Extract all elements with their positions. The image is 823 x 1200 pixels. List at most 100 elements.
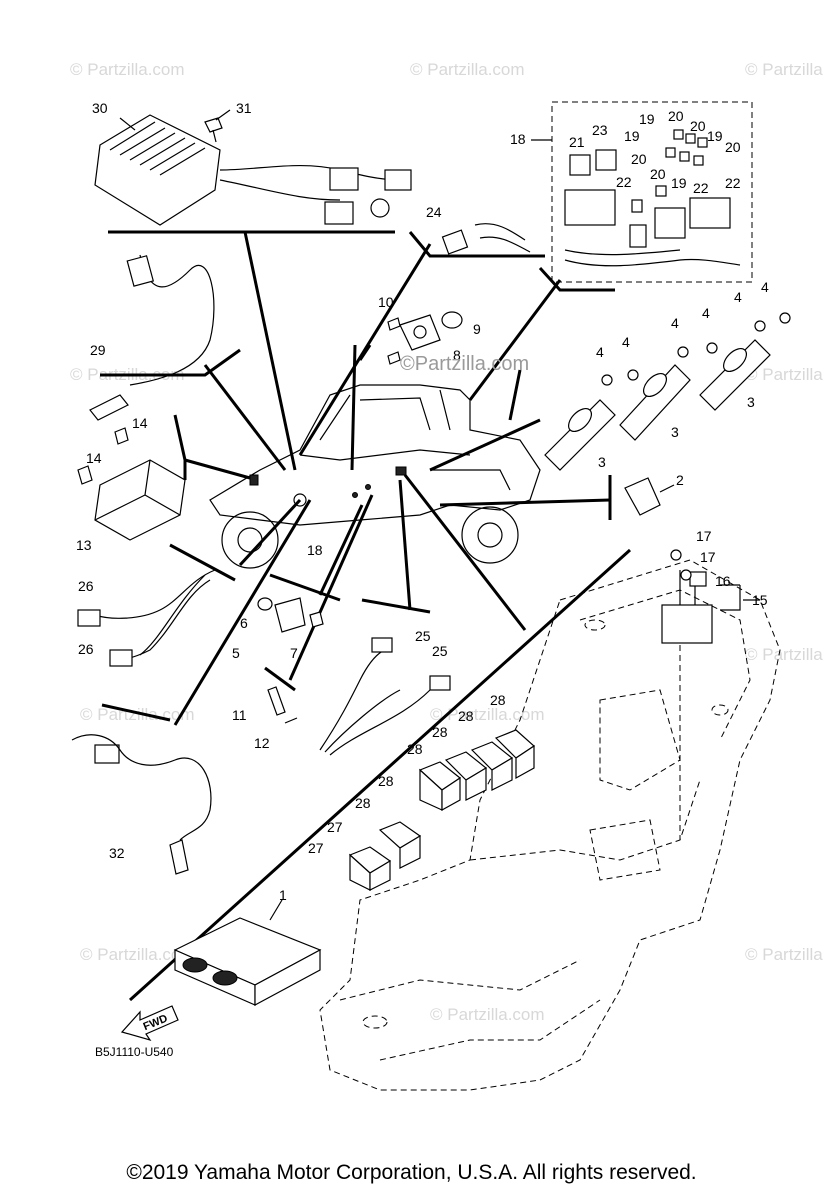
callout-4: 4 — [671, 315, 679, 331]
part-32-sensor — [71, 734, 212, 875]
callout-26: 26 — [78, 641, 94, 657]
watermark: © Partzilla.com — [745, 645, 823, 664]
callout-14: 14 — [132, 415, 148, 431]
callout-4: 4 — [734, 289, 742, 305]
part-30-regulator — [94, 114, 412, 226]
part-17-nuts — [670, 549, 692, 581]
part-31-bolt — [204, 117, 223, 143]
part-27-relays — [348, 846, 392, 891]
part-3-injectors — [544, 339, 771, 471]
callout-14: 14 — [86, 450, 102, 466]
fwd-arrow-icon: FWD — [120, 1005, 179, 1042]
callout-22: 22 — [725, 175, 741, 191]
relay-cluster-box — [551, 101, 753, 283]
callout-10: 10 — [378, 294, 394, 310]
part-1-ecu — [173, 917, 322, 1007]
part-2-sensor — [624, 477, 661, 516]
callout-26: 26 — [78, 578, 94, 594]
callout-28: 28 — [458, 708, 474, 724]
callout-31: 31 — [236, 100, 252, 116]
callout-25: 25 — [415, 628, 431, 644]
part-25-harness — [319, 637, 451, 756]
callout-3: 3 — [671, 424, 679, 440]
callout-20: 20 — [650, 166, 666, 182]
part-5-sensor — [274, 597, 306, 633]
leader-lines — [128, 231, 632, 1002]
callout-28: 28 — [432, 724, 448, 740]
callout-11: 11 — [232, 707, 247, 723]
callout-3: 3 — [598, 454, 606, 470]
watermark: © Partzilla.com — [70, 60, 185, 79]
callout-22: 22 — [616, 174, 632, 190]
part-15-relay — [661, 570, 713, 644]
part-9-o-ring — [441, 311, 463, 329]
part-12-clip — [284, 717, 298, 724]
callout-1: 1 — [279, 887, 287, 903]
part-18-relay-cluster — [564, 129, 741, 267]
watermark: © Partzilla.com — [430, 705, 545, 724]
part-28-relays — [378, 729, 535, 869]
callout-8: 8 — [453, 347, 461, 363]
copyright-notice: ©2019 Yamaha Motor Corporation, U.S.A. A… — [126, 1161, 697, 1184]
callouts: 1 2 3 3 3 4 4 4 4 4 4 5 6 7 8 9 10 11 12… — [76, 100, 769, 903]
callout-17: 17 — [696, 528, 712, 544]
brackets — [100, 230, 615, 722]
callout-19: 19 — [624, 128, 640, 144]
callout-25: 25 — [432, 643, 448, 659]
callout-22: 22 — [693, 180, 709, 196]
part-11-sensor — [267, 686, 286, 716]
callout-28: 28 — [407, 741, 423, 757]
callout-5: 5 — [232, 645, 240, 661]
callout-23: 23 — [592, 122, 608, 138]
part-26-harness — [77, 569, 216, 667]
callout-28: 28 — [355, 795, 371, 811]
callout-2: 2 — [676, 472, 684, 488]
watermark: © Partzilla.com — [430, 1005, 545, 1024]
callout-12: 12 — [254, 735, 270, 751]
part-8-sensor — [399, 314, 441, 351]
callout-28: 28 — [490, 692, 506, 708]
callout-21: 21 — [569, 134, 585, 150]
watermark: © Partzilla.com — [745, 365, 823, 384]
callout-18: 18 — [510, 131, 526, 147]
part-29-sensor — [89, 254, 215, 421]
callout-30: 30 — [92, 100, 108, 116]
callout-20: 20 — [668, 108, 684, 124]
callout-20: 20 — [631, 151, 647, 167]
watermark: © Partzilla.com — [410, 60, 525, 79]
watermark: © Partzilla.com — [745, 60, 823, 79]
callout-17: 17 — [700, 549, 716, 565]
callout-16: 16 — [715, 573, 731, 589]
part-6-o-ring — [257, 597, 273, 611]
part-13-module — [94, 459, 186, 541]
callout-32: 32 — [109, 845, 125, 861]
callout-20: 20 — [725, 139, 741, 155]
watermark: © Partzilla.com — [745, 945, 823, 964]
part-4-bolts — [601, 312, 791, 386]
vehicle — [209, 384, 541, 569]
callout-19: 19 — [671, 175, 687, 191]
callout-19: 19 — [639, 111, 655, 127]
callout-4: 4 — [596, 344, 604, 360]
callout-13: 13 — [76, 537, 92, 553]
watermark: © Partzilla.com — [80, 945, 195, 964]
callout-9: 9 — [473, 321, 481, 337]
callout-28: 28 — [378, 773, 394, 789]
callout-27: 27 — [308, 840, 324, 856]
callout-3: 3 — [747, 394, 755, 410]
callout-6: 6 — [240, 615, 248, 631]
callout-18: 18 — [307, 542, 323, 558]
callout-leaders — [119, 109, 760, 921]
callout-19: 19 — [707, 128, 723, 144]
diagram-code: B5J1110-U540 — [95, 1045, 174, 1059]
callout-4: 4 — [761, 279, 769, 295]
part-14-bolts — [77, 427, 129, 485]
bracket-15 — [720, 584, 741, 611]
callout-20: 20 — [690, 118, 706, 134]
part-10-screws — [387, 317, 401, 365]
part-16-cap — [689, 571, 707, 587]
callout-7: 7 — [290, 645, 298, 661]
callout-27: 27 — [327, 819, 343, 835]
part-7-bolt — [309, 611, 324, 628]
